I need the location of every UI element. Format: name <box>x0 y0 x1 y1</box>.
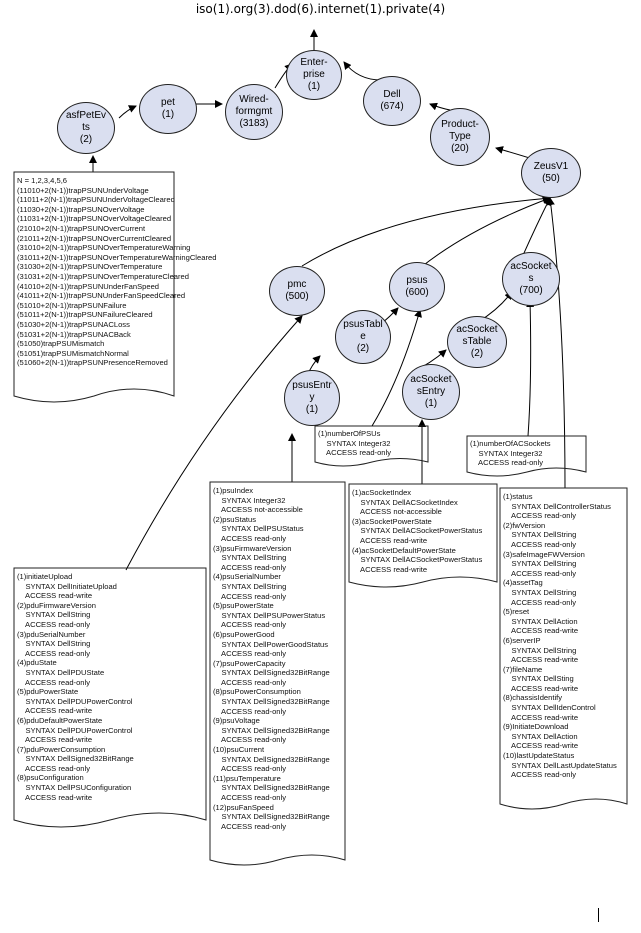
numpsus-box-outline <box>314 425 429 467</box>
node-acsockettable: acSocket sTable (2) <box>447 316 507 368</box>
edge-pmcbox-pmc <box>125 315 303 571</box>
node-pmc: pmc (500) <box>269 266 325 316</box>
node-psusentry: psusEntr y (1) <box>284 370 340 426</box>
traps-list: N = 1,2,3,4,5,6 (11010+2(N-1))trapPSUNUn… <box>17 176 217 368</box>
edge-dell-enterprise <box>343 61 382 81</box>
oid-root-title: iso(1).org(3).dod(6).internet(1).private… <box>195 2 446 16</box>
numsockets-box-outline <box>466 435 587 477</box>
node-product-type: Product- Type (20) <box>430 108 490 166</box>
zeusv1-attributes-box: (1)status SYNTAX DellControllerStatus AC… <box>503 492 617 780</box>
edge-zeusbox-zeus <box>546 197 566 489</box>
node-dell: Dell (674) <box>363 76 421 126</box>
acentry-box-outline <box>348 483 498 588</box>
numberofpsus-box: (1)numberOfPSUs SYNTAX Integer32 ACCESS … <box>318 429 392 458</box>
node-psustable: psusTabl e (2) <box>335 310 391 364</box>
traps-box-outline <box>13 171 175 403</box>
acsocketentry-attributes-box: (1)acSocketIndex SYNTAX DellACSocketInde… <box>352 488 483 574</box>
psuentry-attributes-box: (1)psuIndex SYNTAX Integer32 ACCESS not-… <box>213 486 330 831</box>
node-enterprise: Enter- prise (1) <box>286 50 342 100</box>
psuentry-box-outline <box>209 481 346 866</box>
edge-asf-pet <box>118 105 137 119</box>
node-wiredformgmt: Wired- formgmt (3183) <box>225 84 283 140</box>
pmc-box-outline <box>13 567 207 828</box>
numberofacsockets-box: (1)numberOfACSockets SYNTAX Integer32 AC… <box>470 439 551 468</box>
edge-product-dell <box>429 102 451 111</box>
pmc-attributes-box: (1)initiateUpload SYNTAX DellInitiateUpl… <box>17 572 134 802</box>
node-psus: psus (600) <box>389 262 445 312</box>
node-pet: pet (1) <box>139 84 197 134</box>
page-edge-marker <box>598 908 599 922</box>
edge-numsockets-acsockets <box>526 299 535 437</box>
node-acsocketentry: acSocket sEntry (1) <box>402 364 460 420</box>
zeusbox-outline <box>499 487 628 810</box>
node-asfpetevts: asfPetEv ts (2) <box>57 102 115 154</box>
edge-pmc-zeus <box>301 194 551 267</box>
edge-psus-zeus <box>419 196 551 269</box>
node-acsockets: acSocket s (700) <box>502 252 560 306</box>
node-zeusv1: ZeusV1 (50) <box>521 148 581 198</box>
edge-numpsus-psus <box>371 309 422 427</box>
